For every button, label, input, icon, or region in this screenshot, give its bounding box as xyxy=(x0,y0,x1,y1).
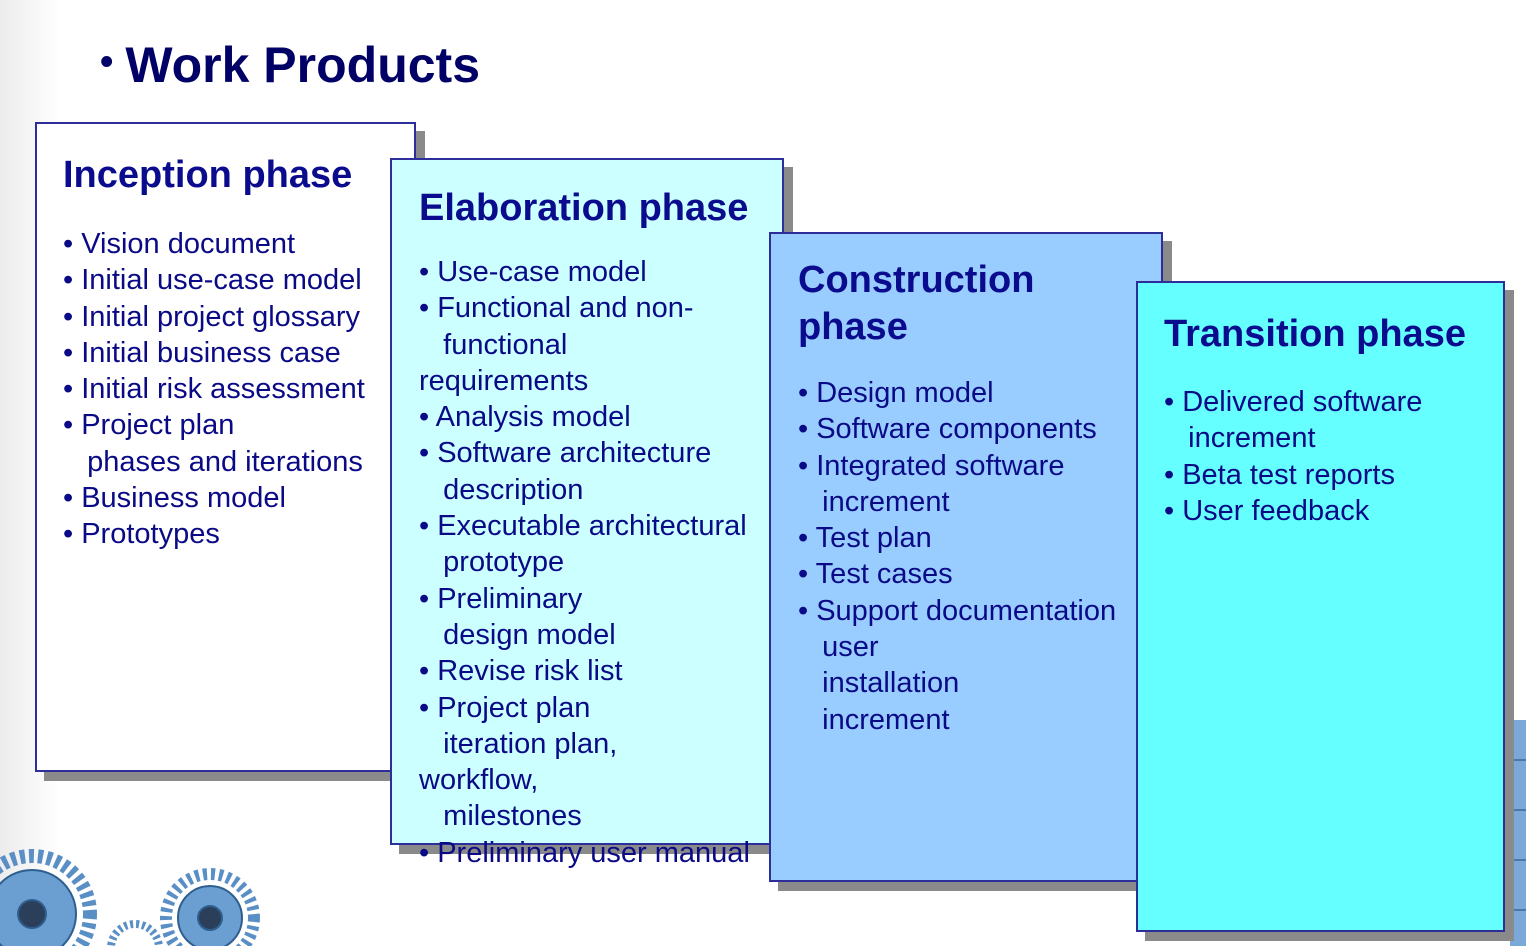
list-item: functional xyxy=(419,328,568,361)
list-item: • Initial use-case model xyxy=(63,264,362,297)
construction-phase-heading: Construction phase xyxy=(798,257,1034,351)
list-item: • Test plan xyxy=(798,522,932,555)
list-item: • Project plan xyxy=(63,409,235,442)
construction-phase-card: Construction phase • Design model • Soft… xyxy=(769,232,1163,882)
construction-heading-line2: phase xyxy=(798,306,908,348)
elaboration-work-products-list: • Use-case model • Functional and non- f… xyxy=(419,254,750,871)
inception-phase-heading: Inception phase xyxy=(63,154,353,196)
list-item: prototype xyxy=(419,546,565,579)
list-item: • Software architecture xyxy=(419,437,712,470)
list-item: user xyxy=(798,631,879,664)
list-item: • Support documentation xyxy=(798,594,1117,627)
list-item: increment xyxy=(1164,422,1316,455)
list-item: description xyxy=(419,473,584,506)
list-item: • Analysis model xyxy=(419,401,631,434)
list-item: • Business model xyxy=(63,482,286,515)
list-item: installation xyxy=(798,667,960,700)
list-item: phases and iterations xyxy=(63,445,363,478)
list-item: • Delivered software xyxy=(1164,386,1423,418)
list-item: design model xyxy=(419,618,616,651)
list-item: • Prototypes xyxy=(63,518,220,551)
list-item: • Beta test reports xyxy=(1164,458,1395,491)
list-item: iteration plan, xyxy=(419,727,618,760)
list-item: increment xyxy=(798,485,950,518)
elaboration-phase-heading: Elaboration phase xyxy=(419,187,749,229)
title-bullet-icon: • xyxy=(100,41,114,83)
list-item: requirements xyxy=(419,364,589,397)
list-item: • Initial risk assessment xyxy=(63,373,365,406)
transition-phase-heading: Transition phase xyxy=(1164,313,1466,355)
list-item: • Initial project glossary xyxy=(63,300,361,333)
list-item: workflow, xyxy=(419,764,539,797)
inception-phase-card: Inception phase • Vision document • Init… xyxy=(35,122,416,772)
list-item: • Preliminary user manual xyxy=(419,836,750,869)
transition-work-products-list: • Delivered software increment • Beta te… xyxy=(1164,384,1422,529)
elaboration-phase-card: Elaboration phase • Use-case model • Fun… xyxy=(390,158,784,869)
list-item: increment xyxy=(798,703,950,736)
list-item: • Functional and non- xyxy=(419,292,694,325)
construction-heading-line1: Construction xyxy=(798,259,1035,301)
corner-decoration-icon xyxy=(1510,720,1526,946)
inception-work-products-list: • Vision document • Initial use-case mod… xyxy=(63,226,365,553)
list-item: • Preliminary xyxy=(419,582,583,615)
list-item: • Project plan xyxy=(419,691,591,724)
gears-decoration-icon xyxy=(0,849,260,946)
list-item: • User feedback xyxy=(1164,494,1370,527)
construction-work-products-list: • Design model • Software components • I… xyxy=(798,375,1116,738)
list-item: milestones xyxy=(419,800,582,833)
slide-title-text: Work Products xyxy=(125,37,480,93)
list-item: • Design model xyxy=(798,377,994,409)
list-item: • Initial business case xyxy=(63,336,341,369)
list-item: • Use-case model xyxy=(419,256,647,288)
list-item: • Software components xyxy=(798,413,1097,446)
list-item: • Vision document xyxy=(63,228,296,260)
list-item: • Integrated software xyxy=(798,449,1065,482)
list-item: • Revise risk list xyxy=(419,655,623,688)
list-item: • Executable architectural xyxy=(419,510,747,543)
transition-phase-card: Transition phase • Delivered software in… xyxy=(1136,281,1505,932)
list-item: • Test cases xyxy=(798,558,953,591)
slide-title: • Work Products xyxy=(100,36,480,94)
